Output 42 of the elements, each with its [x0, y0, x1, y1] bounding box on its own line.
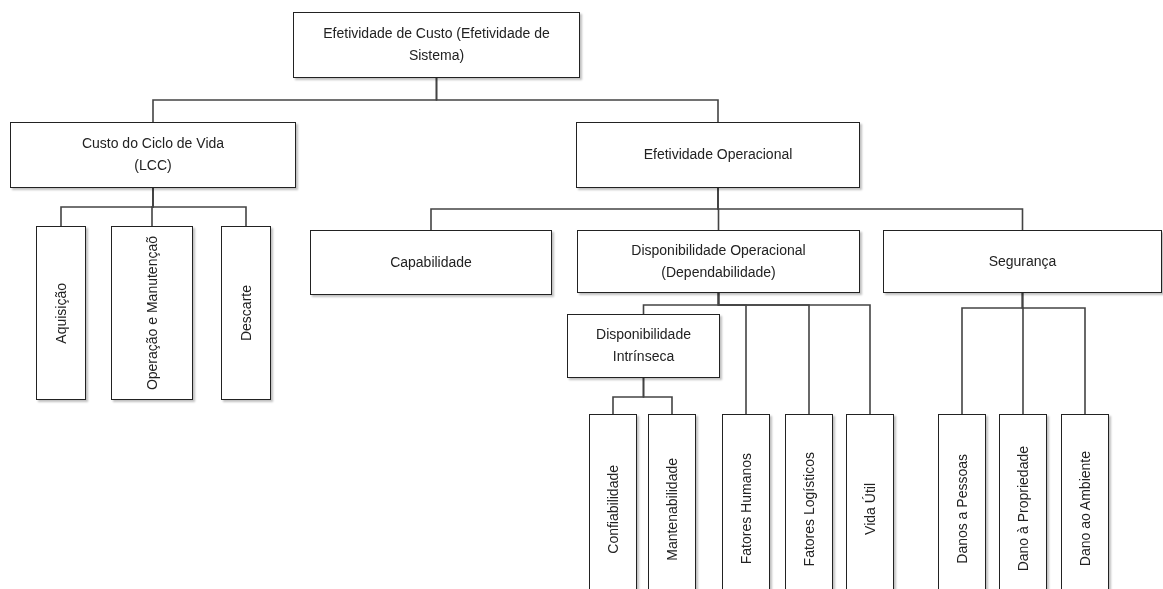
category-box	[846, 414, 894, 589]
category-box	[1061, 414, 1109, 589]
category-box	[221, 226, 271, 400]
node-label: Confiabilidade	[603, 464, 622, 554]
category-box	[589, 414, 637, 589]
category-box	[648, 414, 696, 589]
node-label: Capabilidade	[390, 252, 472, 272]
node-label: Custo do Ciclo de Vida (LCC)	[80, 134, 226, 175]
category-box	[785, 414, 833, 589]
node-label: Fatores Logísticos	[799, 451, 818, 567]
connector-line	[435, 77, 719, 123]
process-box	[883, 230, 1162, 293]
node-label: Disponibilidade Operacional (Dependabilidade)	[630, 240, 807, 282]
node-label: Aquisição	[51, 282, 70, 344]
category-box	[36, 226, 86, 400]
connector-line	[717, 292, 871, 415]
node-label: Efetividade Operacional	[643, 145, 793, 165]
process-box	[293, 12, 580, 78]
node-label: Dano ao Ambiente	[1075, 451, 1094, 567]
node-label: Efetividade de Custo (Efetividade de Sistema)	[322, 24, 551, 65]
connector-line	[717, 187, 1024, 231]
node-label: Descarte	[236, 285, 255, 341]
connector-line	[642, 377, 673, 415]
category-box	[938, 414, 986, 589]
category-box	[999, 414, 1047, 589]
node-label: Dano à Propriedade	[1013, 446, 1032, 572]
process-box	[567, 314, 720, 378]
node-label: Disponibilidade Intrínseca	[595, 325, 692, 366]
node-label: Fatores Humanos	[736, 453, 755, 565]
category-box	[722, 414, 770, 589]
process-box	[576, 122, 860, 188]
node-label: Segurança	[988, 251, 1057, 271]
node-label: Operação e Manutençaõ	[142, 235, 161, 391]
connector-line	[152, 187, 247, 227]
node-label: Vida Útil	[860, 483, 879, 535]
node-label: Danos a Pessoas	[952, 454, 971, 564]
process-box	[310, 230, 552, 295]
node-label: Mantenabilidade	[662, 457, 681, 561]
process-box	[577, 230, 860, 293]
process-box	[10, 122, 296, 188]
connector-line	[1021, 292, 1086, 415]
category-box	[111, 226, 193, 400]
